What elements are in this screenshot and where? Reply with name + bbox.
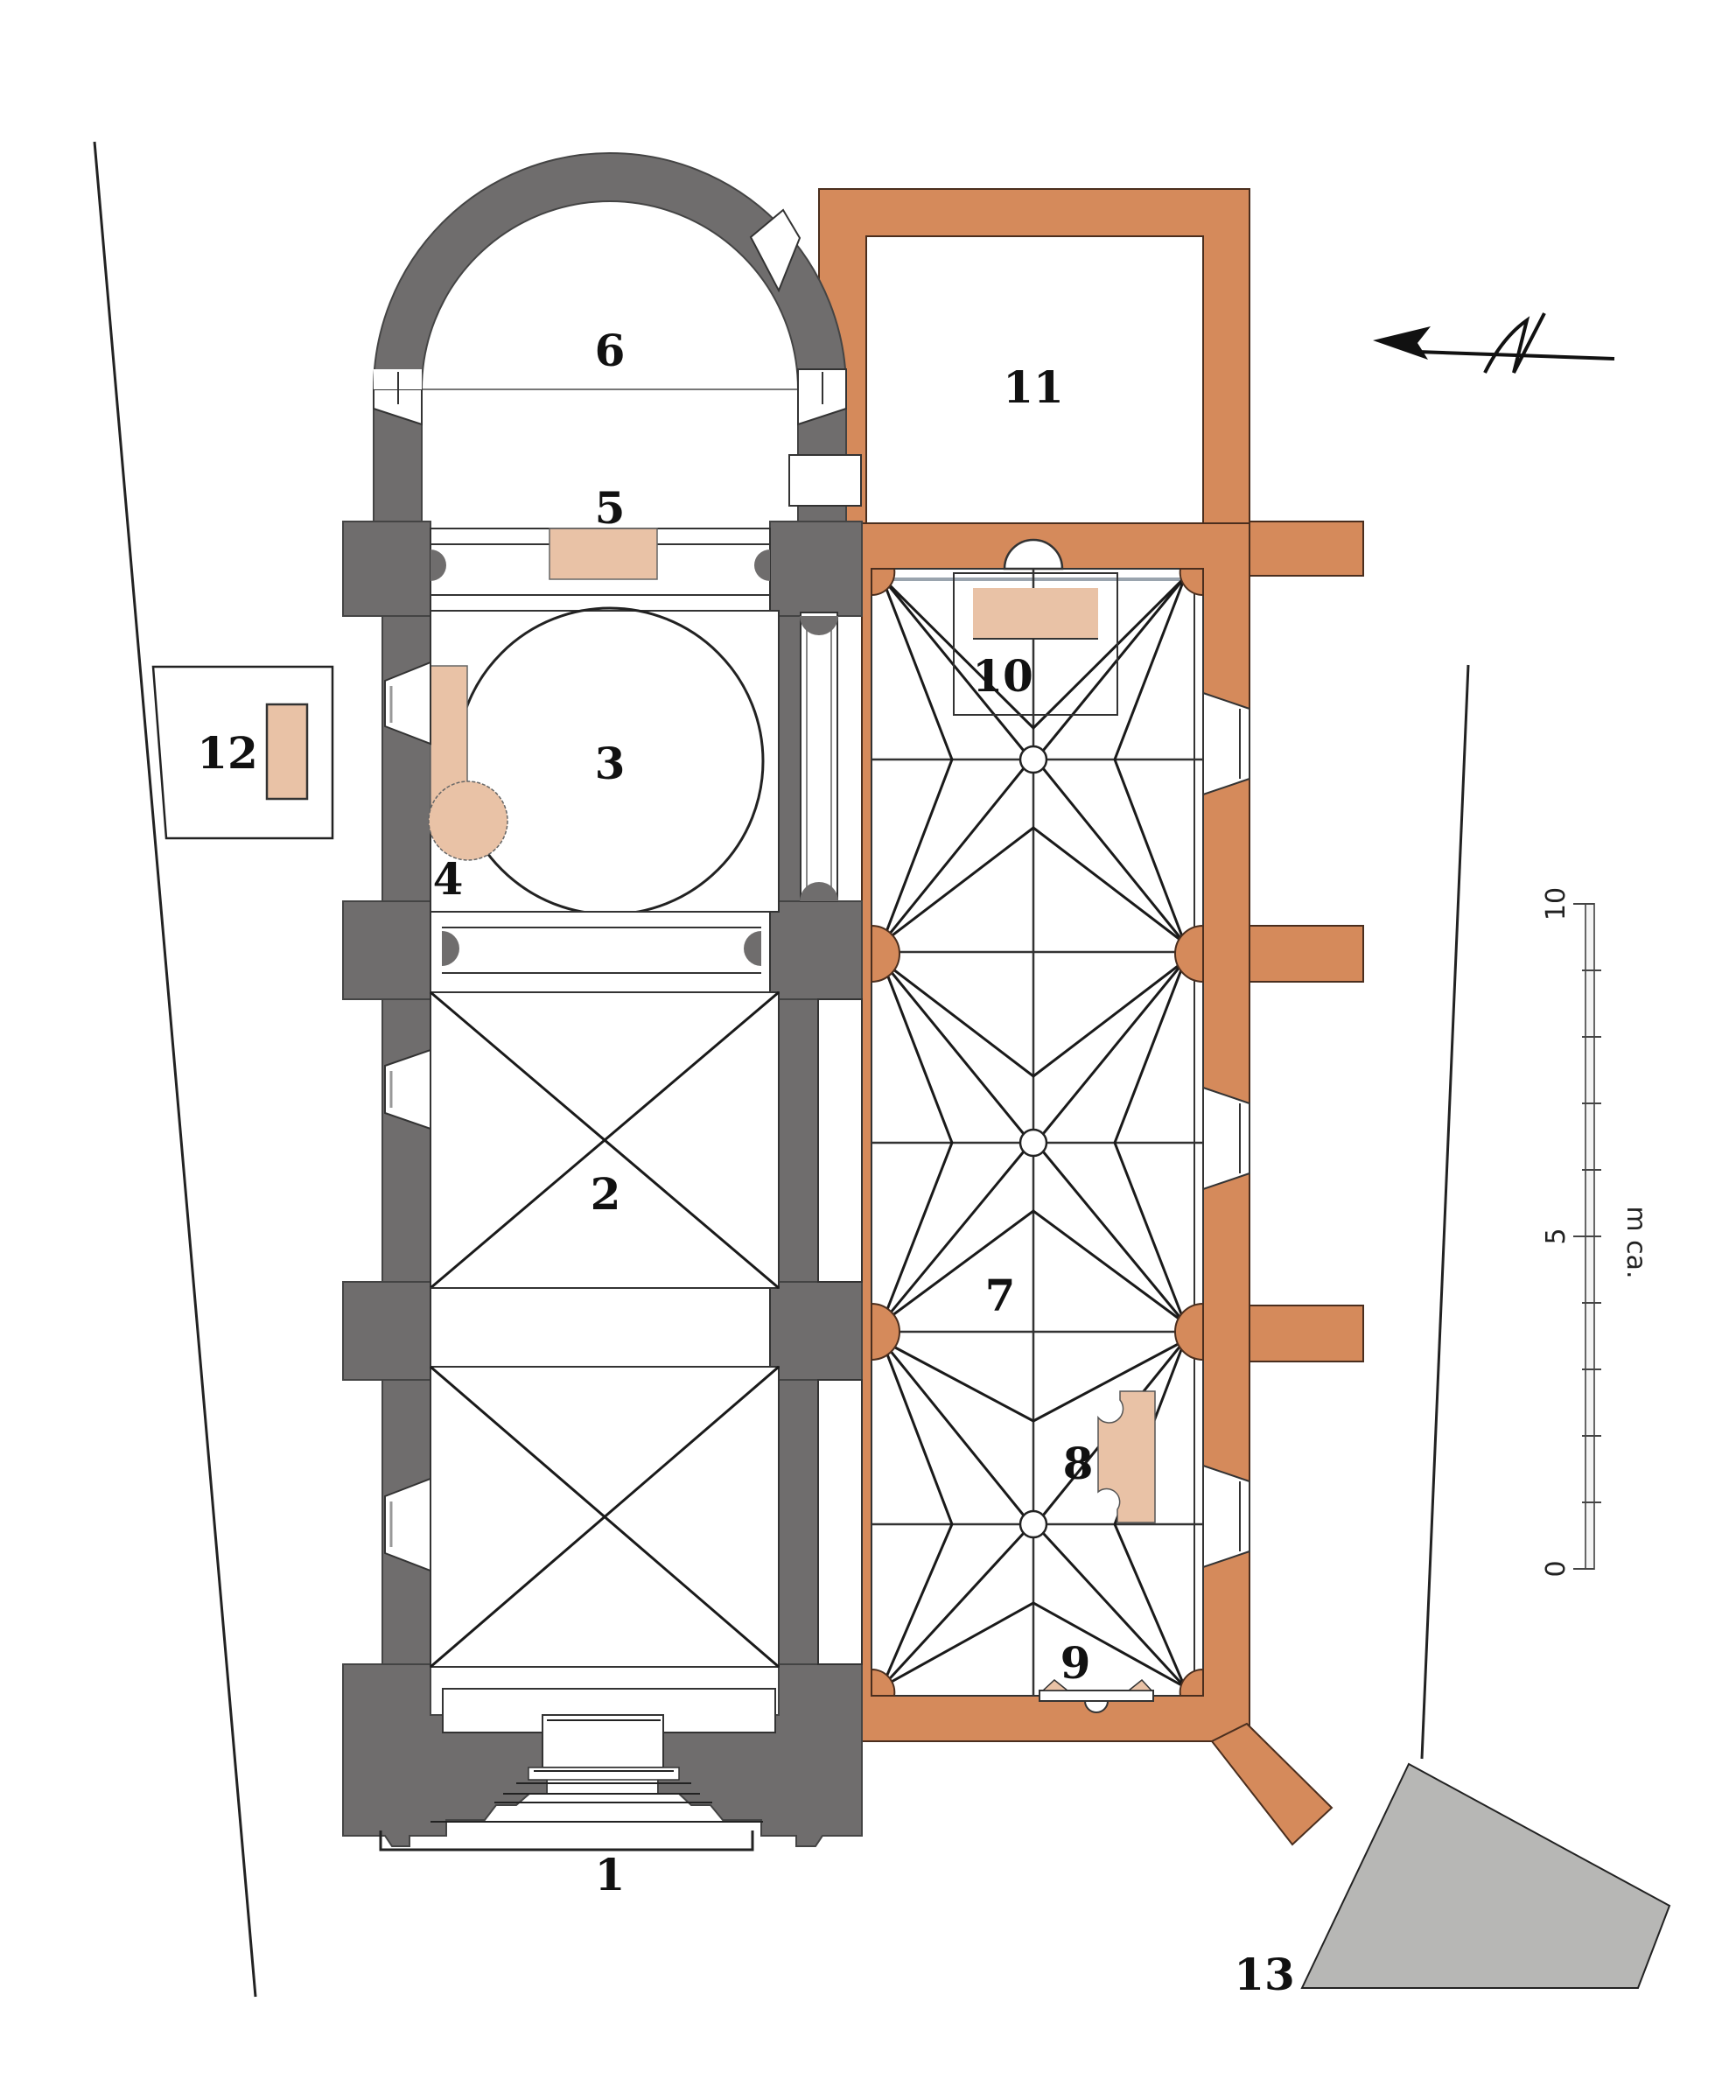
- window: [1202, 1086, 1250, 1191]
- window: [384, 1048, 431, 1130]
- nave-bay-2: [430, 990, 780, 1290]
- buttress: [1249, 521, 1364, 577]
- entrance-bracket: [379, 1830, 754, 1852]
- label-7: 7: [985, 1270, 1016, 1321]
- arch-bay: [430, 1287, 771, 1368]
- scale-tick-10: 10: [1541, 887, 1572, 920]
- pier: [342, 1281, 431, 1381]
- apse-windows: [373, 208, 847, 426]
- excavated-remains-12: [265, 703, 309, 801]
- gothic-aisle: [818, 188, 1364, 1846]
- scale-unit: m ca.: [1620, 1206, 1651, 1278]
- sacristy-passage: [788, 454, 862, 507]
- label-11: 11: [1003, 361, 1064, 413]
- wall-shafts: [871, 568, 1204, 1697]
- pier: [342, 521, 431, 617]
- crossing-bay-3: [428, 606, 838, 916]
- nave-aisle-strip: [817, 998, 863, 1283]
- pier: [769, 521, 863, 617]
- north-arrow-icon: N: [0, 0, 1615, 374]
- pier: [769, 900, 863, 1000]
- window: [1202, 691, 1250, 796]
- label-6: 6: [595, 325, 626, 376]
- nave-bay: [430, 1365, 780, 1669]
- window: [384, 1477, 431, 1572]
- excavation-8: [1097, 1390, 1156, 1523]
- label-10: 10: [972, 650, 1033, 702]
- arch-bay: [430, 911, 771, 993]
- buttress: [1249, 925, 1364, 983]
- scale-tick-0: 0: [1541, 1560, 1572, 1577]
- buttress: [1249, 1305, 1364, 1362]
- label-12: 12: [197, 727, 258, 779]
- diagonal-buttress: [1210, 1722, 1334, 1846]
- label-4: 4: [433, 853, 464, 905]
- chancel-bay-5: [430, 528, 771, 617]
- label-8: 8: [1063, 1438, 1094, 1489]
- excavated-remains-4-round: [428, 780, 508, 861]
- window: [384, 661, 431, 746]
- label-9: 9: [1060, 1637, 1091, 1689]
- scale-bar: 10 5 0 m ca.: [1541, 887, 1651, 1578]
- entrance-portal-1: [379, 1688, 776, 1852]
- label-5: 5: [595, 482, 626, 534]
- adjacent-building-13: [1300, 1762, 1671, 1989]
- pier: [342, 900, 431, 1000]
- window: [1202, 1464, 1250, 1569]
- nave-windows: [384, 661, 431, 1572]
- vault-bosses: [1018, 745, 1048, 1539]
- window: [749, 208, 802, 293]
- north-letter: N: [0, 0, 1, 1]
- pier: [769, 1281, 863, 1381]
- chapel-11-walls: [818, 188, 1250, 524]
- excavation-10: [953, 538, 1118, 716]
- label-1: 1: [595, 1849, 626, 1900]
- boss: [1018, 1509, 1048, 1539]
- label-2: 2: [591, 1168, 621, 1220]
- boss: [1018, 745, 1048, 774]
- right-site-boundary: [1420, 664, 1470, 1760]
- aisle-windows: [1202, 691, 1250, 1569]
- left-site-boundary: [93, 141, 257, 1998]
- boss: [1018, 1128, 1048, 1158]
- label-13: 13: [1234, 1949, 1295, 2000]
- scale-tick-5: 5: [1541, 1228, 1572, 1244]
- label-3: 3: [595, 738, 626, 789]
- nave-aisle-strip: [817, 1379, 863, 1665]
- door-9: [1039, 1678, 1154, 1713]
